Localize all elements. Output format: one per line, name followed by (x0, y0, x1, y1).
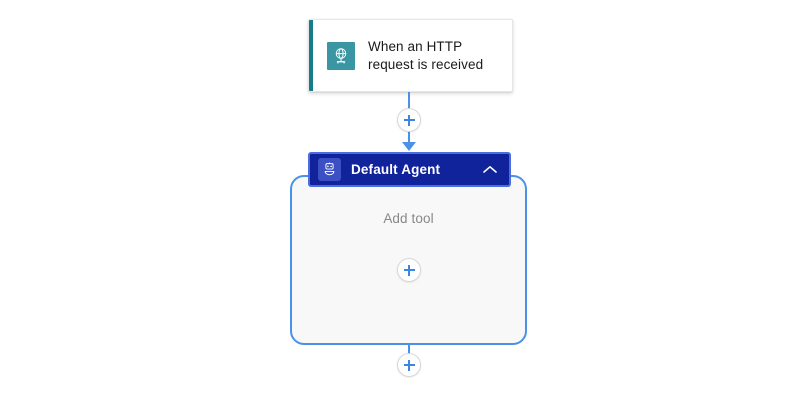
trigger-title-line-2: request is received (368, 56, 484, 72)
trigger-title-line-1: When an HTTP (368, 38, 463, 54)
http-globe-icon (327, 41, 355, 70)
trigger-card-title: When an HTTP request is received (368, 38, 483, 74)
add-step-button-between-trigger-and-agent[interactable] (397, 108, 421, 132)
agent-header-default-agent[interactable]: Default Agent (308, 152, 511, 187)
trigger-card-content: When an HTTP request is received (309, 38, 483, 74)
add-tool-label: Add tool (383, 211, 434, 226)
add-step-button-below-agent[interactable] (397, 353, 421, 377)
connector-arrowhead-icon (402, 142, 416, 151)
trigger-card-http-request[interactable]: When an HTTP request is received (308, 19, 513, 92)
trigger-accent-bar (309, 20, 313, 91)
agent-title: Default Agent (351, 162, 441, 177)
robot-agent-icon (318, 158, 341, 181)
add-tool-button[interactable] (397, 258, 421, 282)
chevron-up-icon[interactable] (479, 159, 501, 181)
connector-line-below-agent (408, 344, 410, 354)
